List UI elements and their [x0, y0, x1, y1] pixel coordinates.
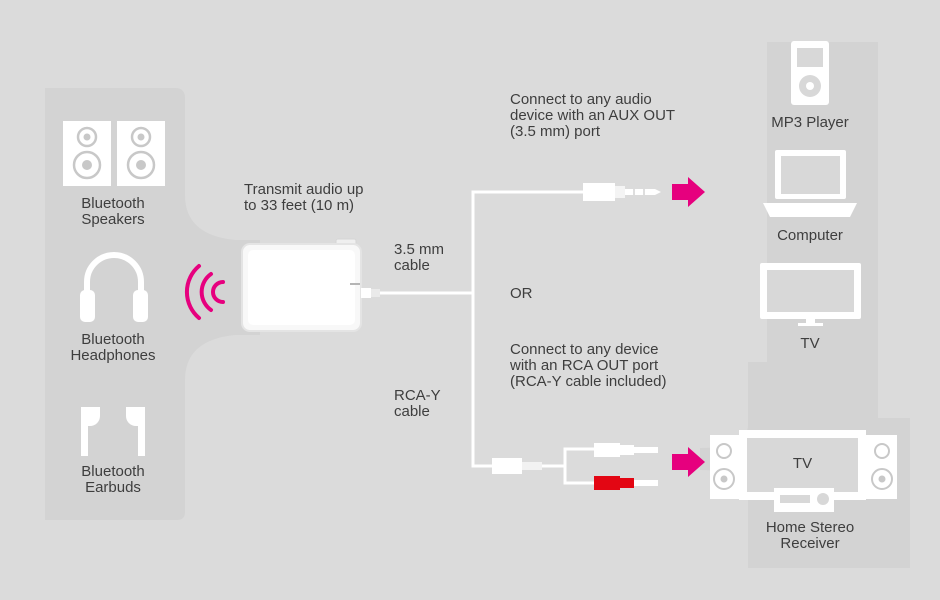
rca-connection-text: Connect to any device with an RCA OUT po…	[510, 342, 666, 390]
rca-cable-label-line2: cable	[394, 403, 430, 420]
tv-label: TV	[800, 335, 820, 352]
aux-connection-line1: Connect to any audio	[510, 91, 652, 108]
transmit-range-text: Transmit audio up to 33 feet (10 m)	[244, 182, 364, 214]
rca-connection-line1: Connect to any device	[510, 341, 659, 358]
aux-cable-label-line1: 3.5 mm	[394, 241, 445, 258]
home-stereo-label: Home Stereo Receiver	[745, 520, 875, 552]
transmitter-device	[241, 238, 380, 332]
wireless-signal-icon	[184, 264, 225, 320]
stereo-tv-screen-label: TV	[792, 455, 813, 472]
speakers-icon	[63, 121, 165, 186]
laptop-icon	[763, 150, 857, 217]
rca-cable-label-line1: RCA-Y	[394, 387, 441, 404]
aux-connection-text: Connect to any audio device with an AUX …	[510, 92, 675, 140]
aux-connection-line2: device with an AUX OUT	[510, 107, 676, 124]
mp3-player-label: MP3 Player	[771, 114, 849, 131]
earbuds-label: Bluetooth Earbuds	[63, 464, 163, 496]
headphones-label-line1: Bluetooth	[81, 331, 145, 348]
cable-lines	[380, 190, 583, 468]
rca-cable-label: RCA-Y cable	[394, 388, 441, 420]
transmit-range-line1: Transmit audio up	[244, 181, 364, 198]
rca-connection-line2: with an RCA OUT port	[510, 357, 659, 374]
speakers-label-line1: Bluetooth	[81, 195, 145, 212]
home-stereo-label-line2: Receiver	[780, 535, 840, 552]
rca-connection-line3: (RCA-Y cable included)	[510, 373, 667, 390]
aux-cable-label: 3.5 mm cable	[394, 242, 444, 274]
earbuds-icon	[81, 407, 145, 456]
transmit-range-line2: to 33 feet (10 m)	[244, 197, 355, 214]
mp3-player-icon	[791, 41, 829, 105]
earbuds-label-line2: Earbuds	[85, 479, 141, 496]
aux-connection-line3: (3.5 mm) port	[510, 123, 601, 140]
computer-label: Computer	[777, 227, 843, 244]
speakers-label-line2: Speakers	[81, 211, 145, 228]
aux-cable-label-line2: cable	[394, 257, 430, 274]
headphones-label-line2: Headphones	[70, 347, 156, 364]
aux-plug	[583, 183, 661, 201]
tv-icon	[760, 263, 861, 326]
rca-y-cable	[492, 443, 658, 490]
headphones-label: Bluetooth Headphones	[58, 332, 168, 364]
headphones-icon	[80, 252, 148, 322]
earbuds-label-line1: Bluetooth	[81, 463, 145, 480]
or-label: OR	[510, 285, 533, 302]
home-stereo-label-line1: Home Stereo	[765, 519, 855, 536]
home-stereo-icon	[710, 430, 897, 512]
speakers-label: Bluetooth Speakers	[63, 196, 163, 228]
arrow-icon	[672, 177, 705, 477]
